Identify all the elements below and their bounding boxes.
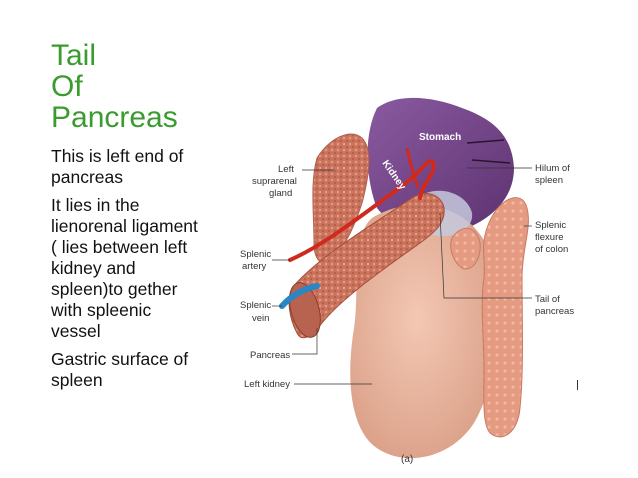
label-flexure-1: Splenic xyxy=(535,220,566,231)
label-splenic-artery-1: Splenic xyxy=(240,249,271,260)
artery-branch xyxy=(405,147,420,189)
colon-shape xyxy=(481,197,529,438)
leader-tail xyxy=(439,212,532,299)
label-splenic-artery-2: artery xyxy=(242,261,267,272)
label-flexure-3: of colon xyxy=(535,244,568,255)
label-left-kidney: Left kidney xyxy=(244,379,290,390)
stomach-ridge xyxy=(466,139,505,144)
label-flexure-2: flexure xyxy=(535,232,564,243)
bullet-2: It lies in the lienorenal ligament ( lie… xyxy=(51,195,198,341)
label-splenic-vein-1: Splenic xyxy=(240,300,271,311)
title-line-2: Of xyxy=(51,70,83,103)
label-pancreas: Pancreas xyxy=(250,350,290,361)
label-hilum-1: Hilum of xyxy=(535,163,570,174)
stomach-ridge-2 xyxy=(471,159,511,164)
suprarenal-gland-shape xyxy=(312,133,370,264)
anatomy-diagram: Stomach Kidney Left suprarenal gland Spl… xyxy=(240,97,574,465)
slide-title: Tail Of Pancreas xyxy=(51,40,178,133)
bullet-1: This is left end of pancreas xyxy=(51,146,184,187)
label-tail-1: Tail of xyxy=(535,294,560,305)
label-hilum-2: spleen xyxy=(535,175,563,186)
splenic-artery-shape xyxy=(288,159,436,262)
label-left-suprarenal-2: suprarenal xyxy=(252,176,297,187)
label-stomach: Stomach xyxy=(419,132,461,143)
edge-tick-mark xyxy=(577,380,578,390)
bullet-list: This is left end of pancreas It lies in … xyxy=(51,146,226,398)
leader-pancreas xyxy=(292,328,318,355)
label-left-suprarenal-1: Left xyxy=(278,164,294,175)
stomach-shape xyxy=(367,97,514,234)
anatomy-figure: Stomach Kidney Left suprarenal gland Spl… xyxy=(222,88,582,472)
title-line-1: Tail xyxy=(51,39,97,72)
figure-caption: (a) xyxy=(401,454,413,465)
colon-loop xyxy=(450,228,481,270)
title-line-3: Pancreas xyxy=(51,101,178,134)
bullet-3: Gastric surface of spleen xyxy=(51,349,189,390)
splenic-vein-shape xyxy=(279,283,320,309)
pancreas-shape xyxy=(288,193,445,339)
label-splenic-vein-2: vein xyxy=(252,313,269,324)
label-left-suprarenal-3: gland xyxy=(269,188,292,199)
label-tail-2: pancreas xyxy=(535,306,574,317)
